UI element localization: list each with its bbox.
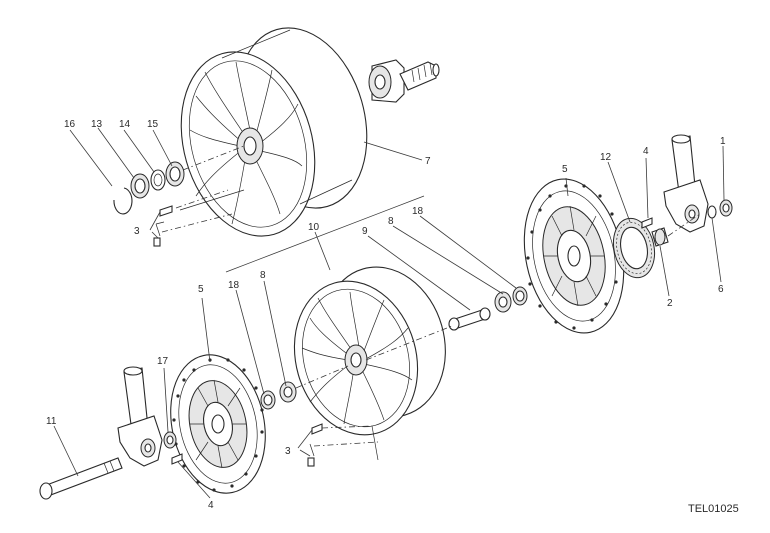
screw-4-right bbox=[641, 217, 653, 229]
callout-2: 2 bbox=[667, 298, 673, 309]
callout-11: 11 bbox=[46, 416, 57, 427]
callout-4-right: 4 bbox=[643, 146, 649, 157]
callout-3-rear: 3 bbox=[134, 226, 140, 237]
callout-7: 7 bbox=[425, 156, 431, 167]
callout-17: 17 bbox=[157, 356, 169, 367]
rear-spacer-14 bbox=[150, 169, 166, 191]
callout-8-left: 8 bbox=[260, 270, 266, 281]
callout-9: 9 bbox=[362, 226, 368, 237]
callout-16: 16 bbox=[64, 119, 76, 130]
front-bearing-8-right bbox=[494, 291, 512, 313]
callout-1: 1 bbox=[720, 136, 726, 147]
front-wheel bbox=[293, 266, 446, 436]
callout-4-left: 4 bbox=[208, 500, 214, 511]
front-bearing-8-left bbox=[279, 381, 297, 403]
rear-valve-3 bbox=[153, 205, 173, 247]
rear-hub-flange bbox=[368, 59, 440, 103]
washer-6 bbox=[707, 205, 717, 219]
callout-5-left: 5 bbox=[198, 284, 204, 295]
axle-nut-1 bbox=[719, 199, 733, 217]
rear-bearing-13 bbox=[130, 173, 150, 199]
front-valve-3 bbox=[307, 423, 323, 467]
rear-wheel bbox=[179, 27, 368, 237]
leader-lines bbox=[53, 127, 725, 499]
callout-12: 12 bbox=[600, 152, 612, 163]
rear-circlip-16 bbox=[113, 187, 133, 215]
callout-6: 6 bbox=[718, 284, 724, 295]
spacer-17 bbox=[163, 431, 177, 449]
callout-14: 14 bbox=[119, 119, 131, 130]
fork-leg-left bbox=[117, 366, 163, 467]
spacer-2 bbox=[651, 227, 669, 247]
fork-leg-right bbox=[663, 134, 709, 233]
disc-holes-left bbox=[172, 358, 264, 492]
drawing-code: TEL01025 bbox=[688, 503, 739, 515]
callout-labels: 1 2 3 3 4 4 5 5 6 7 8 8 9 10 11 12 13 14… bbox=[46, 119, 726, 511]
front-seal-18-right bbox=[512, 286, 528, 306]
callout-18-right: 18 bbox=[412, 206, 424, 217]
front-seal-18-left bbox=[260, 390, 276, 410]
brake-disc-left bbox=[170, 354, 266, 494]
front-axle-11 bbox=[39, 457, 123, 500]
abs-tone-wheel-12 bbox=[612, 217, 656, 279]
callout-10: 10 bbox=[308, 222, 320, 233]
rear-seal-15 bbox=[165, 161, 185, 187]
brake-disc-right bbox=[523, 178, 625, 334]
callout-13: 13 bbox=[91, 119, 103, 130]
callout-18-left: 18 bbox=[228, 280, 240, 291]
callout-15: 15 bbox=[147, 119, 159, 130]
callout-5-right: 5 bbox=[562, 164, 568, 175]
section-divider-line bbox=[225, 195, 425, 273]
screw-4-left bbox=[171, 453, 183, 465]
callout-8-right: 8 bbox=[388, 216, 394, 227]
callout-3-front: 3 bbox=[285, 446, 291, 457]
front-spacer-9 bbox=[448, 307, 491, 331]
